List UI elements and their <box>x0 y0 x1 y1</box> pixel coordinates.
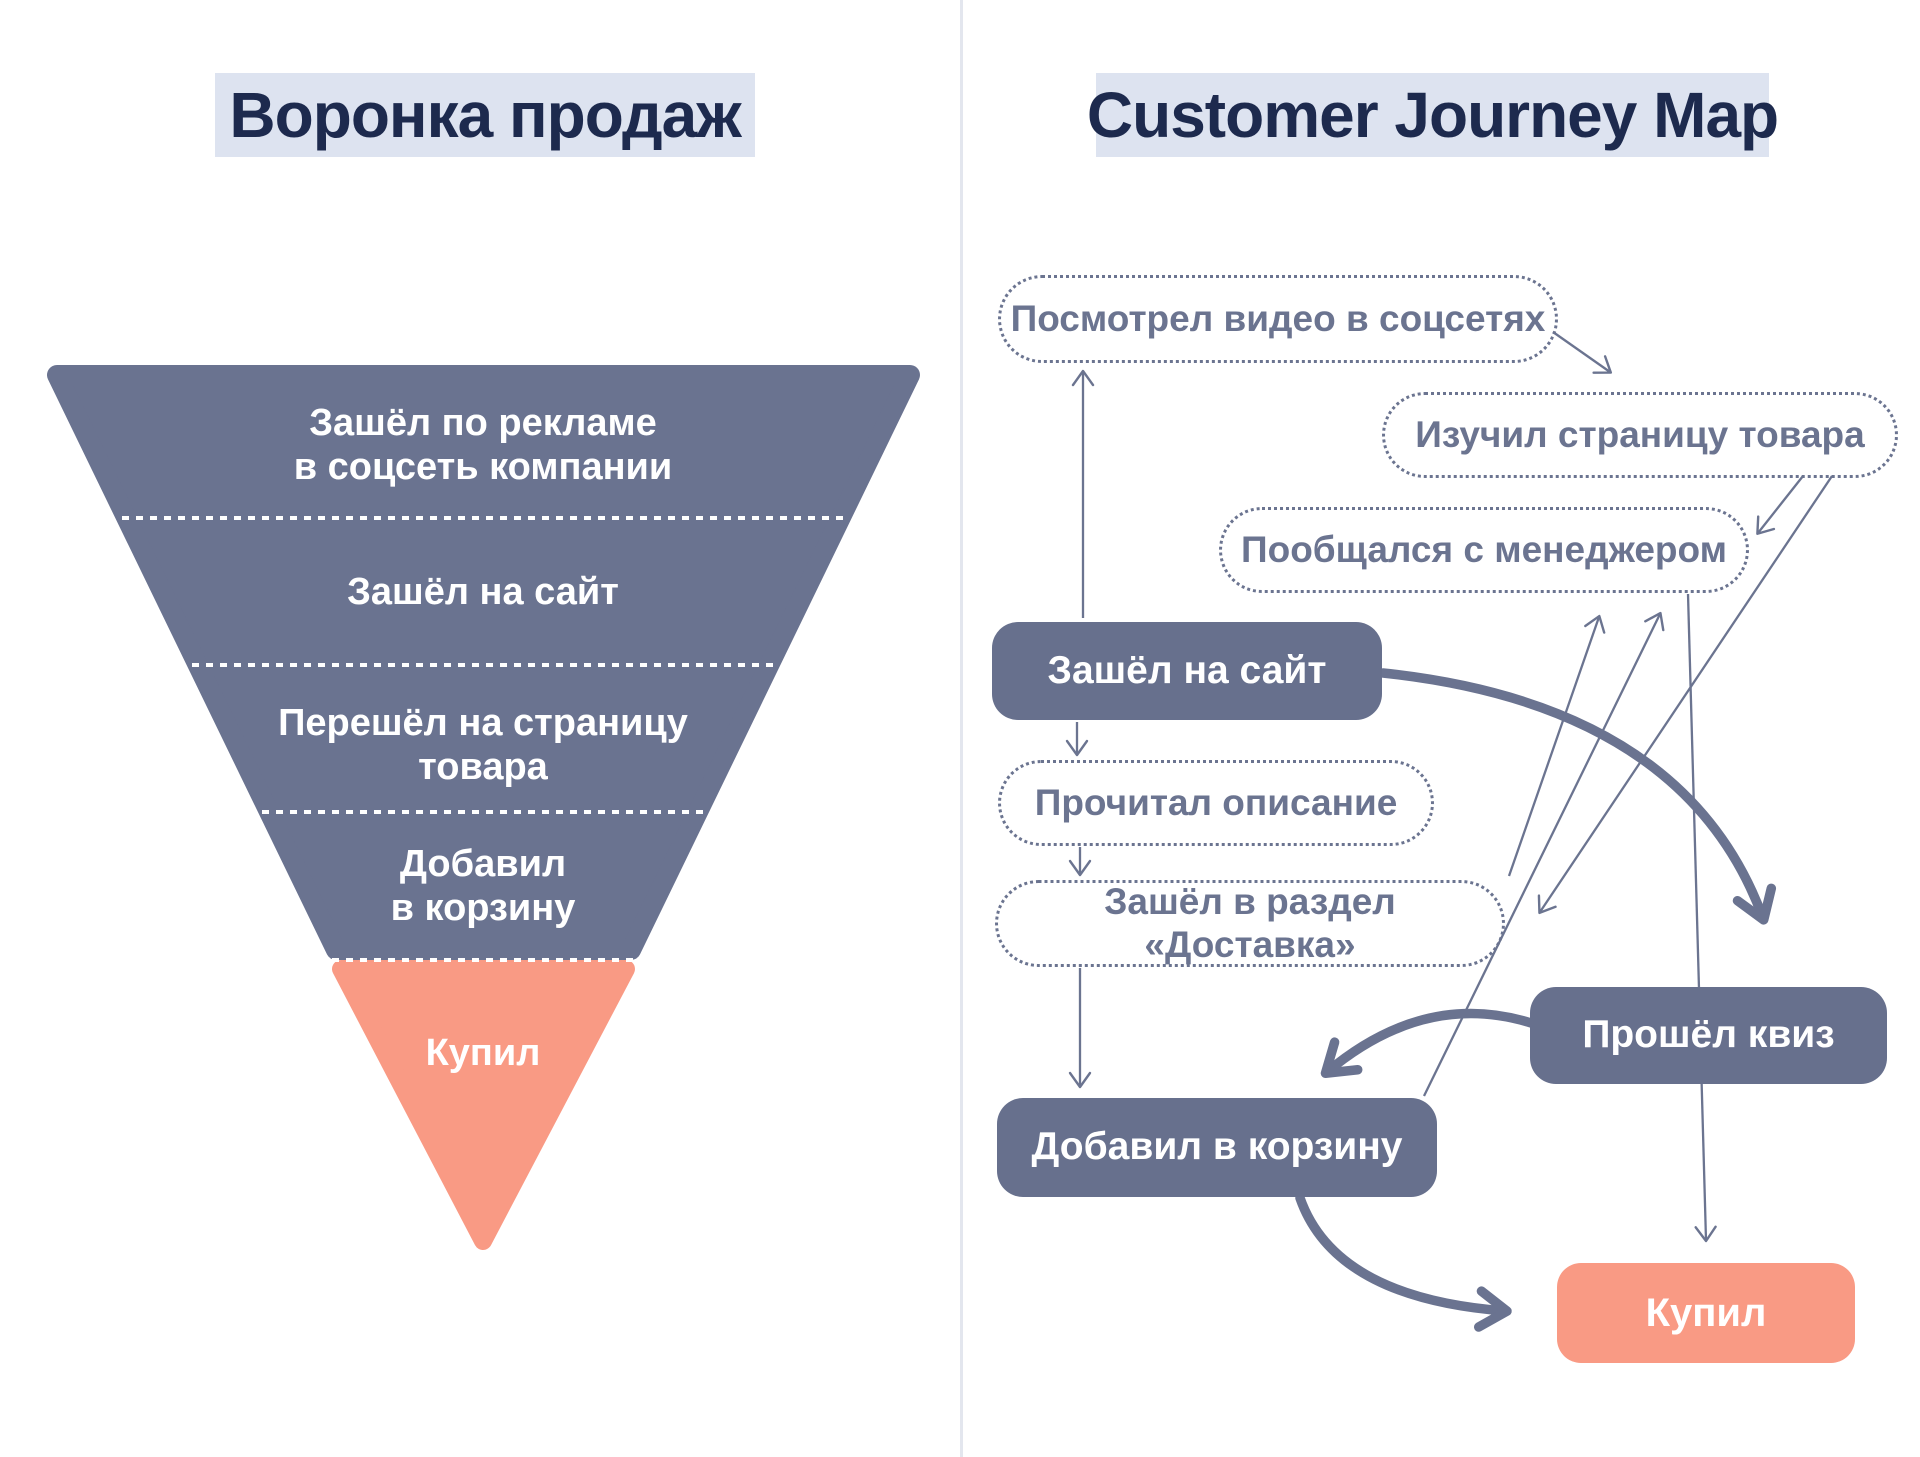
node-studied-product-page: Изучил страницу товара <box>1382 392 1898 478</box>
arrow-manager-to-bought <box>1686 593 1717 1243</box>
node-read-description: Прочитал описание <box>998 760 1434 846</box>
arrow-delivery-to-manager <box>1507 614 1606 877</box>
node-passed-quiz: Прошёл квиз <box>1530 987 1887 1084</box>
arrow-cart-to-bought <box>1295 1193 1512 1332</box>
funnel-stage-added-to-cart: Добавил в корзину <box>390 842 576 929</box>
arrow-site-to-quiz <box>1378 668 1777 925</box>
funnel-stage-bought: Купил <box>425 1031 541 1074</box>
panel-divider <box>960 0 963 1457</box>
node-visited-site: Зашёл на сайт <box>992 622 1382 720</box>
node-added-to-cart: Добавил в корзину <box>997 1098 1437 1197</box>
node-bought: Купил <box>1557 1263 1855 1363</box>
arrow-product-page-to-delivery <box>1537 475 1833 915</box>
node-delivery-section: Зашёл в раздел «Доставка» <box>995 880 1505 967</box>
node-watched-video: Посмотрел видео в соцсетях <box>998 275 1558 363</box>
arrow-video-to-product-page <box>1552 331 1613 374</box>
customer-journey-map-title: Customer Journey Map <box>1087 73 1779 157</box>
funnel-stage-ad-social: Зашёл по рекламе в соцсеть компании <box>293 401 673 488</box>
funnel-stage-visited-site: Зашёл на сайт <box>347 570 619 613</box>
sales-funnel-title: Воронка продаж <box>215 73 755 157</box>
arrow-product-page-to-manager <box>1756 475 1804 535</box>
node-talked-to-manager: Пообщался с менеджером <box>1219 507 1749 593</box>
arrow-quiz-to-cart <box>1320 1008 1536 1079</box>
funnel-stage-product-page: Перешёл на страницу товара <box>278 701 688 788</box>
funnel-tip <box>332 960 635 1250</box>
